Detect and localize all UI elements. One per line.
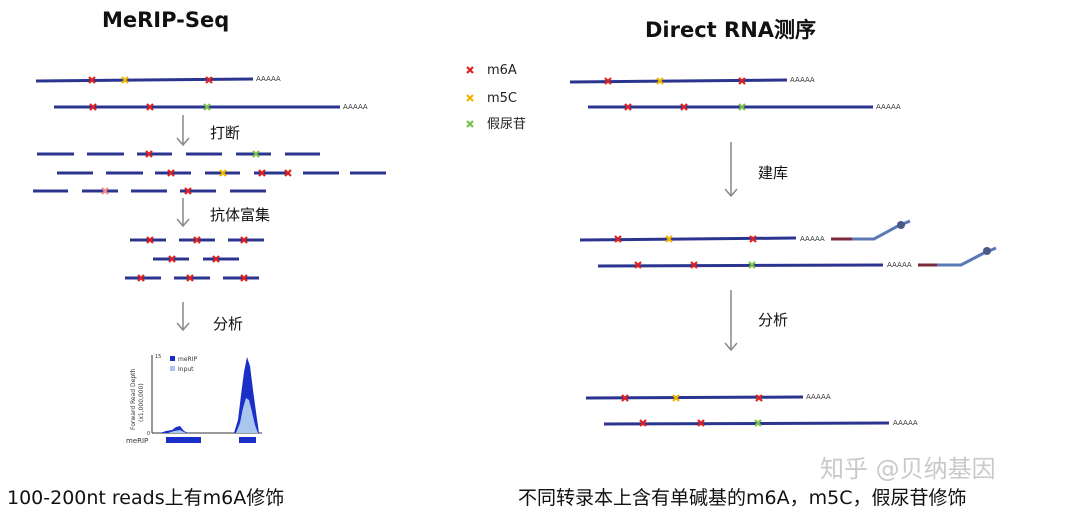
legend-input: Input: [178, 366, 194, 373]
left-arrow-1: [176, 115, 190, 147]
right-step-analysis: 分析: [758, 311, 789, 329]
polya-tail: AAAAA: [893, 419, 918, 427]
plot-ylabel-line2: (x1,000,000): [138, 383, 145, 422]
plot-ymin: 0: [147, 431, 150, 437]
right-transcripts-result: AAAAA AAAAA: [585, 393, 918, 428]
right-library-molecules: AAAAA AAAAA: [579, 219, 997, 270]
left-step-fragment: 打断: [210, 124, 241, 142]
left-step-enrich: 抗体富集: [210, 206, 271, 224]
polya-tail: AAAAA: [790, 76, 815, 84]
legend-pseudouridine: 假尿苷: [487, 117, 526, 132]
left-arrow-2: [176, 198, 190, 228]
legend-merip: meRIP: [178, 356, 197, 363]
left-fragments: [33, 152, 386, 193]
left-title: MeRIP-Seq: [102, 8, 230, 32]
plot-ylabel: Forward Read Depth (x1,000,000): [130, 367, 145, 430]
merip-read-depth-plot: 15 0 Forward Read Depth (x1,000,000) meR…: [126, 354, 262, 445]
polya-tail: AAAAA: [806, 393, 831, 401]
right-transcripts-top: AAAAA AAAAA: [569, 76, 901, 112]
left-enriched-fragments: [125, 238, 264, 280]
left-arrow-3: [176, 302, 190, 332]
polya-tail: AAAAA: [256, 75, 281, 83]
modification-legend: m6A m5C 假尿苷: [465, 63, 526, 132]
polya-tail: AAAAA: [887, 261, 912, 269]
plot-track-label: meRIP: [126, 437, 148, 445]
polya-tail: AAAAA: [343, 103, 368, 111]
left-full-transcripts: AAAAA AAAAA: [35, 75, 368, 112]
left-caption: 100-200nt reads上有m6A修饰: [7, 487, 285, 509]
left-step-analysis: 分析: [213, 315, 244, 333]
legend-m5c: m5C: [487, 91, 517, 106]
right-caption: 不同转录本上含有单碱基的m6A，m5C，假尿苷修饰: [518, 487, 967, 509]
watermark: 知乎 @贝纳基因: [820, 455, 996, 483]
plot-ylabel-line1: Forward Read Depth: [130, 369, 137, 430]
right-arrow-2: [724, 290, 738, 352]
legend-m6a: m6A: [487, 63, 517, 78]
right-arrow-1: [724, 142, 738, 198]
plot-ymax: 15: [155, 354, 161, 360]
polya-tail: AAAAA: [876, 103, 901, 111]
right-step-library: 建库: [758, 164, 789, 182]
polya-tail: AAAAA: [800, 235, 825, 243]
right-title: Direct RNA测序: [645, 18, 817, 42]
